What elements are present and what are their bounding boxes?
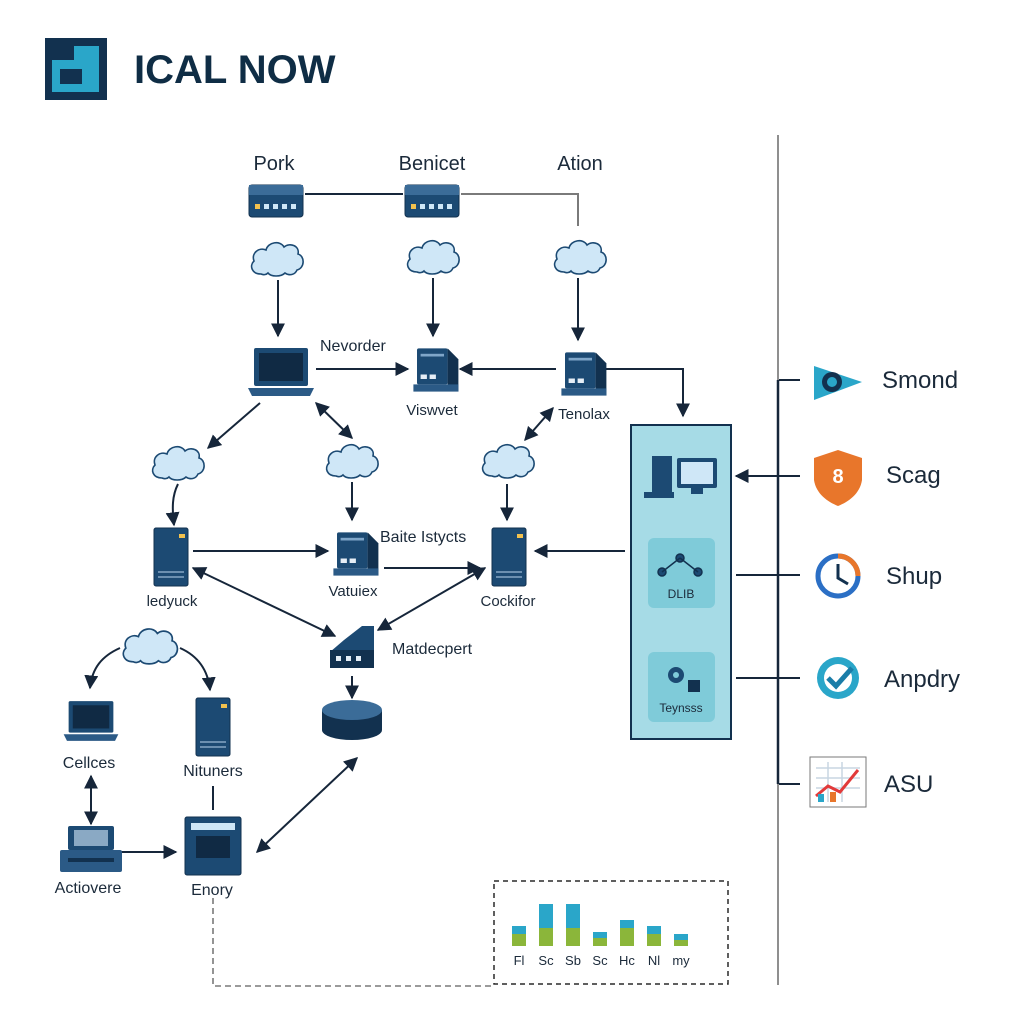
mini-bar (566, 928, 580, 946)
legend-label: ASU (884, 771, 933, 798)
dashed-connector (212, 898, 494, 987)
mini-chart-category: Sb (565, 953, 581, 968)
terminal-icon[interactable] (184, 816, 242, 876)
node-label: Enory (191, 882, 233, 899)
laptop-icon[interactable] (248, 348, 314, 396)
top-node-label: Ation (557, 153, 603, 175)
mini-bar (674, 934, 688, 940)
mini-bar (647, 926, 661, 934)
panel-card[interactable] (648, 538, 715, 608)
mini-chart-bars (512, 904, 688, 946)
brand-logo (45, 38, 107, 100)
clock-icon (815, 553, 861, 599)
top-node-label: Benicet (399, 153, 466, 175)
laptop-icon[interactable] (63, 701, 119, 741)
services-panel: DLIB Teynsss (630, 424, 732, 740)
node-label: Actiovere (55, 880, 122, 897)
link-label: Nevorder (320, 338, 386, 355)
cloud-icon (553, 239, 607, 275)
node-label: Cockifor (480, 593, 535, 610)
printer-icon[interactable] (60, 826, 122, 872)
top-node-label: Pork (253, 153, 295, 175)
node-label: Matdecpert (392, 641, 473, 658)
panel-card[interactable] (648, 652, 715, 722)
panel-card-label: Teynsss (659, 701, 702, 715)
legend-label: Anpdry (884, 666, 960, 693)
computer-icon (644, 456, 717, 498)
legend-label: Smond (882, 367, 958, 394)
brand-title: ICAL NOW (134, 48, 336, 92)
cloud-icon (481, 443, 535, 479)
server-icon[interactable] (333, 532, 379, 576)
shield-8-icon: 8 (814, 450, 862, 506)
switch-icon (404, 184, 460, 218)
mini-bar (593, 938, 607, 946)
node-label: Nituners (183, 763, 243, 780)
database-icon[interactable] (322, 700, 382, 740)
cloud-icon (151, 445, 205, 481)
mini-chart-category: my (672, 953, 690, 968)
mini-chart-category: Hc (619, 953, 635, 968)
mini-bar (620, 920, 634, 928)
mini-chart-category: Sc (538, 953, 554, 968)
legend-label: Scag (886, 462, 941, 489)
server-tower-icon[interactable] (491, 527, 527, 587)
connector-lines (84, 193, 800, 859)
mini-chart-frame (493, 880, 729, 985)
mini-bar (539, 928, 553, 946)
mini-chart-category: Fl (514, 953, 525, 968)
cloud-icon (406, 239, 460, 275)
node-label: Cellces (63, 755, 115, 772)
cloud-icon (325, 443, 379, 479)
mini-chart-category: Sc (592, 953, 608, 968)
node-label: Tenolax (558, 406, 610, 423)
link-label: Baite Istycts (380, 529, 466, 546)
mini-bar (647, 934, 661, 946)
play-icon (814, 366, 862, 400)
panel-card-label: DLIB (668, 587, 695, 601)
mini-bar (539, 904, 553, 928)
legend-label: Shup (886, 563, 942, 590)
spreadsheet-icon (809, 756, 867, 808)
mini-bar (674, 940, 688, 946)
network-nodes-icon (657, 553, 703, 577)
node-label: ledyuck (147, 593, 198, 610)
mini-bar (566, 904, 580, 928)
server-icon[interactable] (561, 352, 607, 396)
cloud-icon (122, 628, 179, 665)
cloud-icon (250, 241, 304, 277)
server-tower-icon[interactable] (195, 697, 231, 757)
mini-bar (620, 928, 634, 946)
mini-chart-category: Nl (648, 953, 660, 968)
router-icon[interactable] (330, 626, 374, 668)
server-icon[interactable] (413, 348, 459, 392)
server-tower-icon[interactable] (153, 527, 189, 587)
gear-icon (668, 667, 700, 692)
node-label: Viswvet (406, 402, 458, 419)
mini-bar (512, 934, 526, 946)
node-label: Vatuiex (329, 583, 378, 600)
mini-bar (512, 926, 526, 934)
mini-bar (593, 932, 607, 938)
switch-icon (248, 184, 304, 218)
shield-badge: 8 (832, 466, 843, 488)
check-circle-icon (817, 657, 859, 699)
